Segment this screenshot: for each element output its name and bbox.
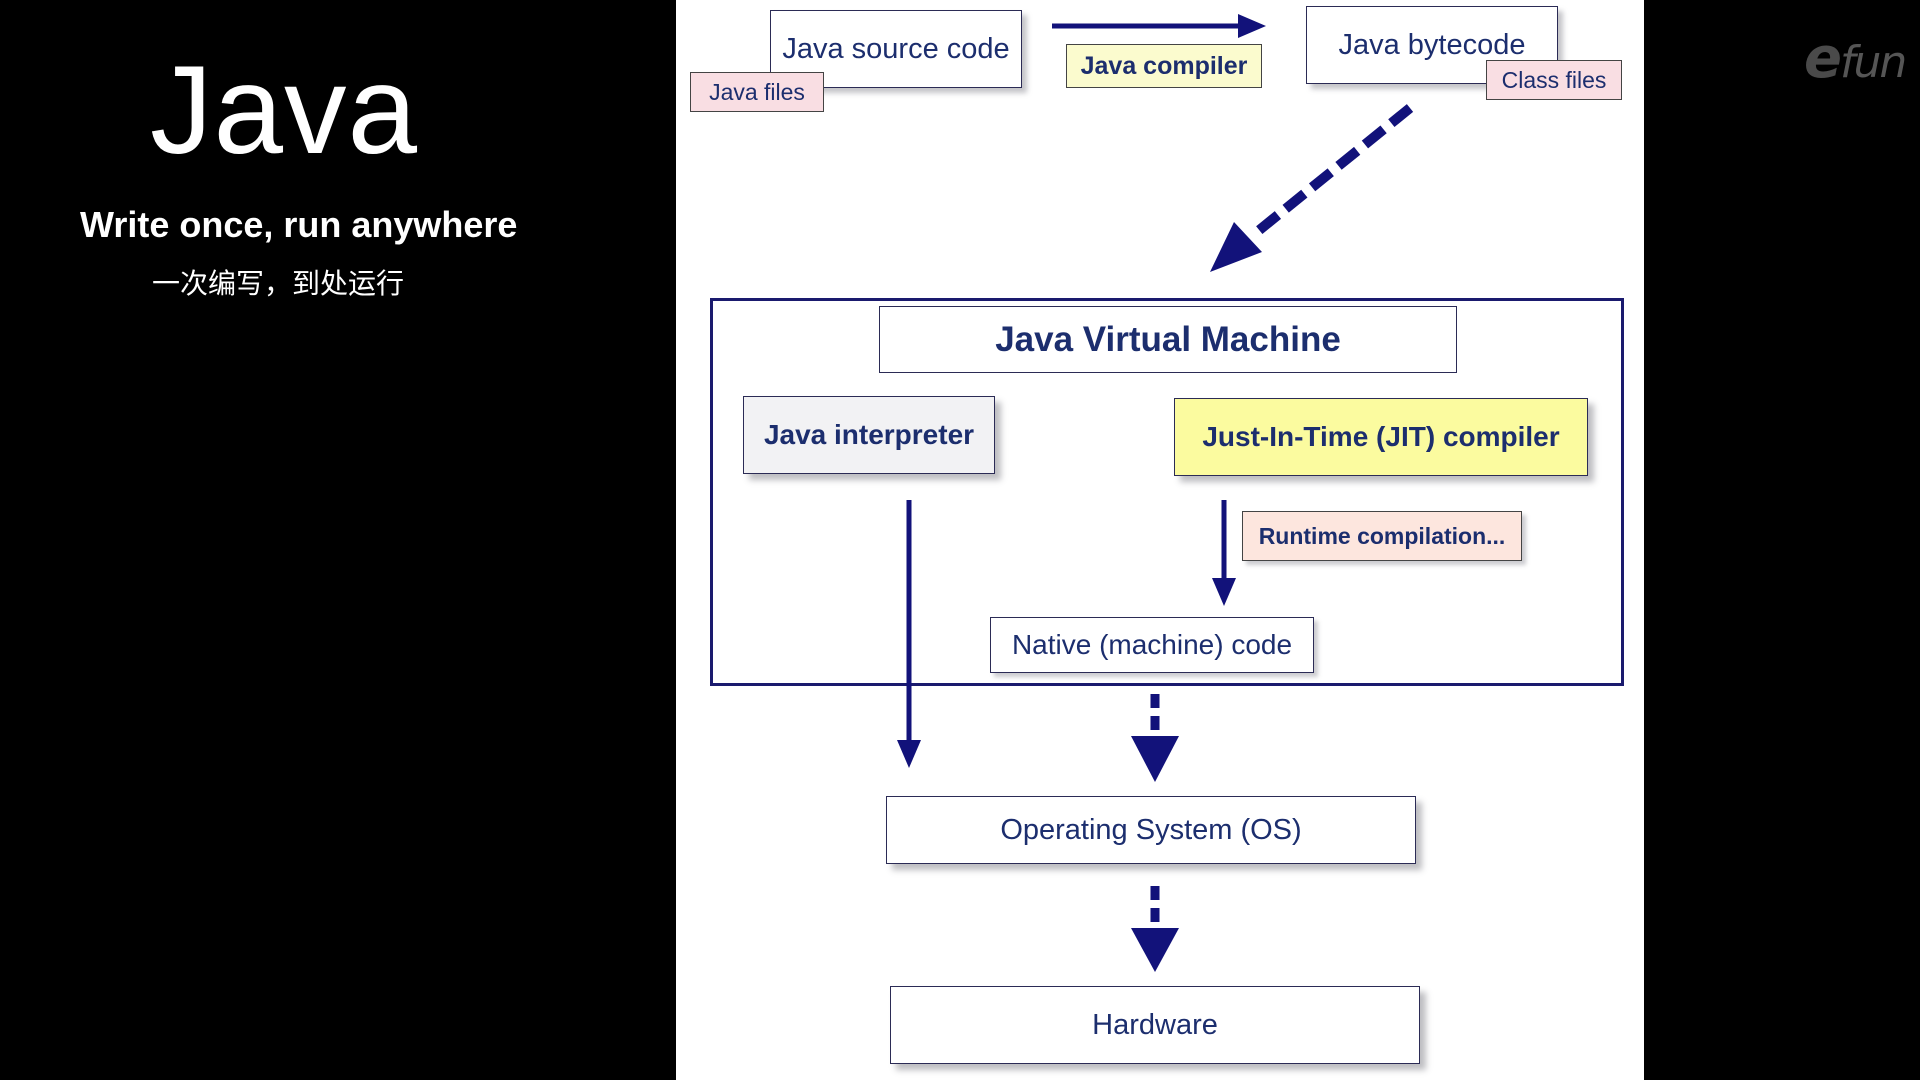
- jvm-title-box: Java Virtual Machine: [879, 306, 1457, 373]
- native-code-box: Native (machine) code: [990, 617, 1314, 673]
- hardware-box: Hardware: [890, 986, 1420, 1064]
- slide-tagline-chinese: 一次编写，到处运行: [152, 267, 405, 300]
- right-margin: [1644, 0, 1920, 1080]
- java-files-tag: Java files: [690, 72, 824, 112]
- class-files-tag: Class files: [1486, 60, 1622, 100]
- java-interpreter-box: Java interpreter: [743, 396, 995, 474]
- runtime-compilation-tag: Runtime compilation...: [1242, 511, 1522, 561]
- java-compiler-label: Java compiler: [1066, 44, 1262, 88]
- operating-system-box: Operating System (OS): [886, 796, 1416, 864]
- efun-logo: efun: [1804, 26, 1907, 91]
- title-panel: Java Write once, run anywhere 一次编写，到处运行: [0, 0, 676, 1080]
- java-source-code-box: Java source code: [770, 10, 1022, 88]
- slide-tagline: Write once, run anywhere: [80, 204, 518, 245]
- slide-title: Java: [150, 41, 419, 180]
- jit-compiler-box: Just-In-Time (JIT) compiler: [1174, 398, 1588, 476]
